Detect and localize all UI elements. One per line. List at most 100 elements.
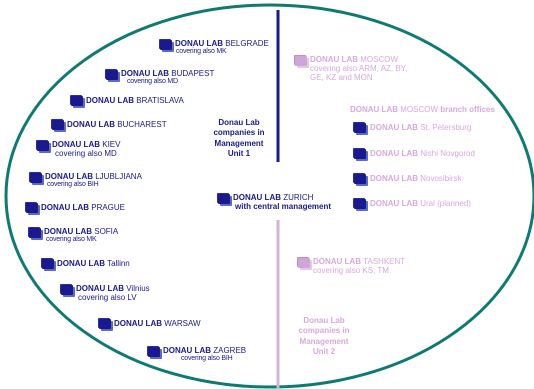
lab-city: SOFIA (94, 227, 119, 236)
lab-city: WARSAW (164, 319, 201, 328)
branch-ural: DONAU LAB Ural (planned) (354, 199, 471, 209)
lab-marker-icon (298, 258, 310, 268)
lab-coverage-note: covering also BIH (47, 181, 99, 189)
lab-prague: DONAU LAB PRAGUE (26, 203, 126, 213)
lab-warsaw: DONAU LAB WARSAW (99, 319, 201, 329)
lab-brand: DONAU LAB (370, 174, 418, 183)
lab-brand: DONAU LAB (313, 257, 361, 266)
lab-city: MOSCOW (400, 105, 439, 114)
lab-city: LJUBLJIANA (95, 172, 142, 181)
lab-coverage-note: covering also MD (127, 78, 178, 86)
lab-brand: DONAU LAB (44, 227, 92, 236)
lab-brand: DONAU LAB (114, 319, 162, 328)
lab-brand: DONAU LAB (310, 55, 358, 64)
lab-marker-icon (218, 194, 230, 204)
unit1-label-line: Management (214, 138, 264, 148)
lab-tallinn: DONAU LAB Tallinn (42, 259, 130, 269)
branch-nishi-novgorod: DONAU LAB Nishi Novgorod (354, 149, 475, 159)
lab-vilnius: DONAU LAB Vilnius covering also LV (61, 284, 150, 302)
lab-city: Ural (planned) (420, 199, 471, 208)
branch-offices-label: branch offices (440, 105, 495, 114)
unit2-label-line: Donau Lab (303, 316, 345, 325)
unit1-label-line: Unit 1 (227, 149, 251, 159)
lab-coverage-note: covering also MK (176, 48, 227, 56)
lab-coverage-note: covering also MD (55, 149, 117, 159)
lab-marker-icon (354, 174, 366, 184)
lab-brand: DONAU LAB (233, 193, 281, 202)
lab-brand: DONAU LAB (370, 123, 418, 132)
lab-city: BUCHAREST (117, 120, 167, 129)
unit1-label-line: companies in (213, 128, 265, 138)
lab-marker-icon (354, 199, 366, 209)
lab-budapest: DONAU LAB BUDAPEST covering also MD (106, 69, 214, 86)
lab-zagreb: DONAU LAB ZAGREB covering also BIH (148, 346, 246, 363)
lab-city: MOSCOW (360, 55, 399, 64)
lab-brand: DONAU LAB (163, 346, 211, 355)
lab-kiev: DONAU LAB KIEV covering also MD (37, 140, 120, 158)
lab-city: PRAGUE (91, 203, 126, 212)
lab-coverage-note: GE, KZ and MON (310, 73, 373, 83)
lab-brand: DONAU LAB (350, 105, 398, 114)
lab-bucharest: DONAU LAB BUCHAREST (52, 120, 167, 130)
outer-ellipse (4, 3, 534, 389)
lab-brand: DONAU LAB (52, 140, 100, 149)
lab-marker-icon (160, 40, 172, 50)
lab-marker-icon (37, 141, 49, 151)
lab-brand: DONAU LAB (57, 259, 105, 268)
lab-coverage-note: covering also MK (46, 236, 97, 244)
lab-city: BUDAPEST (171, 69, 215, 78)
lab-brand: DONAU LAB (45, 172, 93, 181)
lab-brand: DONAU LAB (175, 39, 223, 48)
unit2-label-line: Unit 2 (312, 347, 336, 357)
lab-city: ZURICH (283, 193, 314, 202)
lab-moscow: DONAU LAB MOSCOW covering also ARM, AZ, … (295, 55, 407, 83)
lab-sofia: DONAU LAB SOFIA covering also MK (29, 227, 118, 244)
lab-zurich-central: DONAU LAB ZURICH with central management (218, 193, 331, 211)
lab-marker-icon (354, 123, 366, 133)
lab-coverage-note: covering also ARM, AZ, BY, (310, 64, 408, 74)
lab-brand: DONAU LAB (67, 120, 115, 129)
lab-city: Nishi Novgorod (420, 149, 475, 158)
lab-brand: DONAU LAB (41, 203, 89, 212)
lab-marker-icon (52, 120, 64, 130)
unit2-label: Donau Lab companies in Management Unit 2 (285, 316, 363, 358)
lab-city: Novosibirsk (420, 174, 462, 183)
lab-belgrade: DONAU LAB BELGRADE covering also MK (160, 39, 269, 56)
lab-marker-icon (106, 70, 118, 80)
lab-city: Vilnius (126, 284, 150, 293)
lab-brand: DONAU LAB (76, 284, 124, 293)
lab-ljubljiana: DONAU LAB LJUBLJIANA covering also BIH (30, 172, 142, 189)
lab-marker-icon (295, 56, 307, 66)
lab-tashkent: DONAU LAB TASHKENT covering also KS, TM (298, 257, 405, 275)
unit2-label-line: Management (299, 336, 349, 346)
lab-marker-icon (26, 203, 38, 213)
lab-marker-icon (42, 259, 54, 269)
lab-marker-icon (29, 228, 41, 238)
lab-marker-icon (99, 319, 111, 329)
lab-city: Tallinn (107, 259, 130, 268)
moscow-branch-offices-header: DONAU LAB MOSCOW branch offices (350, 105, 495, 114)
lab-coverage-note: covering also LV (78, 293, 137, 303)
lab-city: BRATISLAVA (136, 96, 184, 105)
lab-city: TASHKENT (363, 257, 406, 266)
unit1-label: Donau Lab companies in Management Unit 1 (202, 118, 276, 160)
lab-brand: DONAU LAB (370, 199, 418, 208)
lab-bratislava: DONAU LAB BRATISLAVA (71, 96, 184, 106)
lab-brand: DONAU LAB (121, 69, 169, 78)
unit2-label-line: companies in (298, 326, 350, 336)
branch-novosibirsk: DONAU LAB Novosibirsk (354, 174, 462, 184)
lab-marker-icon (71, 96, 83, 106)
lab-city: KIEV (102, 140, 121, 149)
lab-city: St. Petersburg (420, 123, 472, 132)
lab-city: ZAGREB (213, 346, 247, 355)
lab-brand: DONAU LAB (370, 149, 418, 158)
lab-marker-icon (30, 173, 42, 183)
branch-st-petersburg: DONAU LAB St. Petersburg (354, 123, 472, 133)
lab-brand: DONAU LAB (86, 96, 134, 105)
lab-marker-icon (148, 347, 160, 357)
lab-coverage-note: covering also BIH (181, 355, 233, 363)
lab-marker-icon (61, 285, 73, 295)
unit1-label-line: Donau Lab (218, 118, 260, 127)
